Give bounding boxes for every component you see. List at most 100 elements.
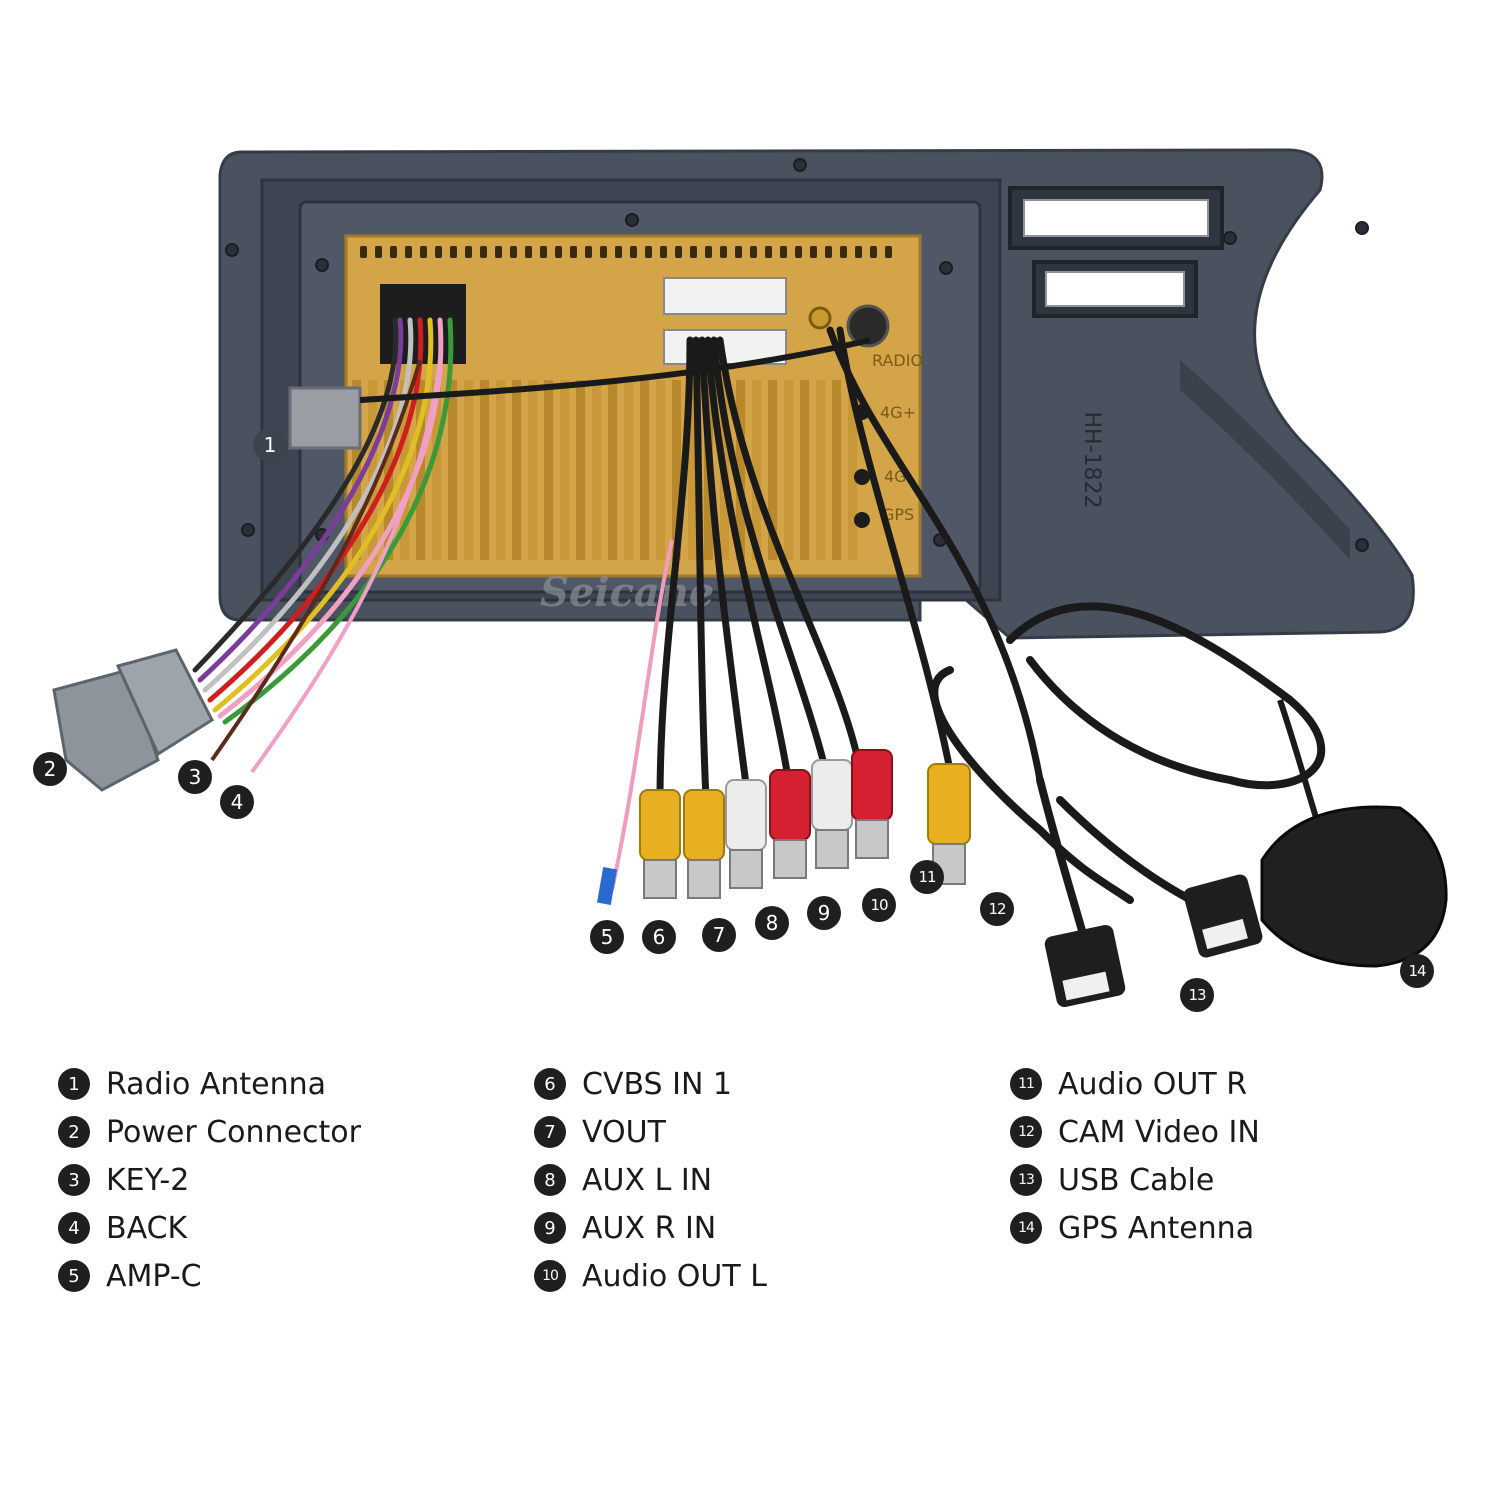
- vent-slot: [885, 246, 892, 258]
- legend-label: Audio OUT R: [1058, 1066, 1248, 1102]
- callout-1: 1: [253, 428, 287, 462]
- callout-3: 3: [178, 760, 212, 794]
- legend-item: 2 Power Connector: [58, 1108, 498, 1156]
- vent-slot: [705, 246, 712, 258]
- vent-slot: [480, 246, 487, 258]
- rca-plug-aux-l-in: [725, 779, 767, 889]
- legend-label: CAM Video IN: [1058, 1114, 1260, 1150]
- legend-item: 9 AUX R IN: [534, 1204, 974, 1252]
- key2-wire: [210, 359, 422, 762]
- legend-item: 6 CVBS IN 1: [534, 1060, 974, 1108]
- legend-item: 11 Audio OUT R: [1010, 1060, 1450, 1108]
- rca-plug-audio-out-r: [851, 749, 893, 859]
- callout-12: 12: [980, 892, 1014, 926]
- legend-number-badge: 9: [534, 1212, 566, 1244]
- heatsink-fin: [416, 380, 425, 560]
- vent-slot: [765, 246, 772, 258]
- vent-slot: [810, 246, 817, 258]
- aux-connector-upper: [663, 277, 787, 315]
- power-connector-plug: [52, 648, 214, 792]
- radio-antenna-adapter: [288, 386, 362, 450]
- heatsink-fin: [448, 380, 457, 560]
- vent-slot: [420, 246, 427, 258]
- legend-item: 7 VOUT: [534, 1108, 974, 1156]
- legend-number-badge: 14: [1010, 1212, 1042, 1244]
- vent-slot: [735, 246, 742, 258]
- callout-14: 14: [1400, 954, 1434, 988]
- rca-cable-bundle: [656, 326, 1044, 804]
- callout-6: 6: [642, 920, 676, 954]
- heatsink-fin: [368, 380, 377, 560]
- vent-slot: [825, 246, 832, 258]
- legend-item: 5 AMP-C: [58, 1252, 498, 1300]
- legend-column-3: 11 Audio OUT R 12 CAM Video IN 13 USB Ca…: [1010, 1060, 1450, 1252]
- legend-number-badge: 13: [1010, 1164, 1042, 1196]
- legend-number-badge: 11: [1010, 1068, 1042, 1100]
- heatsink-fin: [528, 380, 537, 560]
- heatsink-fin: [544, 380, 553, 560]
- heatsink-fin: [640, 380, 649, 560]
- vent-slot: [525, 246, 532, 258]
- power-harness-wires: [192, 317, 454, 725]
- legend-number-badge: 8: [534, 1164, 566, 1196]
- legend-label: Audio OUT L: [582, 1258, 767, 1294]
- vent-slot: [435, 246, 442, 258]
- heatsink-fin: [736, 380, 745, 560]
- vent-slot: [855, 246, 862, 258]
- panel-slot-lower-inner: [1045, 271, 1185, 307]
- heatsink-fin: [768, 380, 777, 560]
- vent-slot: [660, 246, 667, 258]
- head-unit-top-vents: [360, 246, 892, 258]
- legend-label: BACK: [106, 1210, 188, 1246]
- panel-right-ridge: [1180, 360, 1350, 560]
- legend-column-2: 6 CVBS IN 1 7 VOUT 8 AUX L IN 9 AUX R IN…: [534, 1060, 974, 1300]
- legend-number-badge: 12: [1010, 1116, 1042, 1148]
- legend-label: Radio Antenna: [106, 1066, 327, 1102]
- legend-number-badge: 6: [534, 1068, 566, 1100]
- heatsink-fin: [576, 380, 585, 560]
- vent-slot: [690, 246, 697, 258]
- callout-4: 4: [220, 785, 254, 819]
- vent-slot: [405, 246, 412, 258]
- legend-label: KEY-2: [106, 1162, 190, 1198]
- port-label-4g-plus: 4G+: [880, 403, 916, 422]
- vent-slot: [840, 246, 847, 258]
- vent-slot: [870, 246, 877, 258]
- legend-item: 14 GPS Antenna: [1010, 1204, 1450, 1252]
- callout-9: 9: [807, 896, 841, 930]
- heatsink-fin: [384, 380, 393, 560]
- vent-slot: [375, 246, 382, 258]
- vent-slot: [570, 246, 577, 258]
- back-wire: [250, 359, 442, 774]
- port-label-radio: RADIO: [872, 351, 923, 370]
- heatsink-fin: [656, 380, 665, 560]
- legend-column-1: 1 Radio Antenna 2 Power Connector 3 KEY-…: [58, 1060, 498, 1300]
- legend-number-badge: 2: [58, 1116, 90, 1148]
- vent-slot: [555, 246, 562, 258]
- legend-item: 10 Audio OUT L: [534, 1252, 974, 1300]
- legend-item: 4 BACK: [58, 1204, 498, 1252]
- heatsink-fin: [848, 380, 857, 560]
- amp-c-wire: [610, 539, 674, 891]
- callout-5: 5: [590, 920, 624, 954]
- vent-slot: [465, 246, 472, 258]
- legend-label: AUX R IN: [582, 1210, 717, 1246]
- rca-plug-aux-r-in: [769, 769, 811, 879]
- legend-number-badge: 1: [58, 1068, 90, 1100]
- vent-slot: [750, 246, 757, 258]
- amp-c-tip: [596, 867, 618, 905]
- vent-slot: [510, 246, 517, 258]
- callout-10: 10: [862, 888, 896, 922]
- legend-label: AUX L IN: [582, 1162, 713, 1198]
- heatsink-fin: [688, 380, 697, 560]
- heatsink-fin: [752, 380, 761, 560]
- legend-item: 1 Radio Antenna: [58, 1060, 498, 1108]
- heatsink-fin: [624, 380, 633, 560]
- callout-11: 11: [910, 860, 944, 894]
- legend-number-badge: 10: [534, 1260, 566, 1292]
- heatsink-fin: [608, 380, 617, 560]
- vent-slot: [600, 246, 607, 258]
- legend-label: GPS Antenna: [1058, 1210, 1255, 1246]
- legend-item: 8 AUX L IN: [534, 1156, 974, 1204]
